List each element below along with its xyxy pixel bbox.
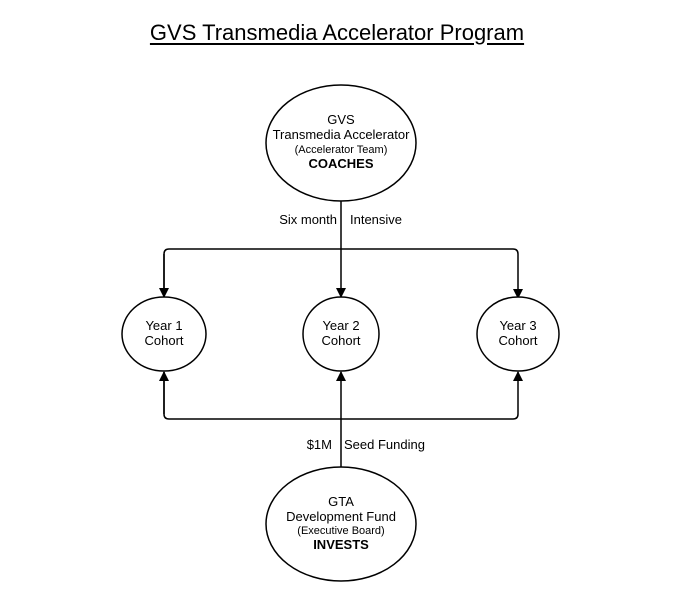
development-fund-node-line4: INVESTS [313, 537, 369, 552]
cohort-year-1-line2: Cohort [144, 333, 183, 348]
funding-connector [159, 371, 523, 467]
development-fund-node-line2: Development Fund [286, 509, 396, 524]
coaching-label-left: Six month [279, 212, 337, 227]
development-fund-node-line1: GTA [328, 494, 354, 509]
cohort-year-1-line1: Year 1 [145, 318, 182, 333]
accelerator-node-line1: GVS [327, 112, 355, 127]
accelerator-node-shape [265, 84, 417, 202]
development-fund-node-line3: (Executive Board) [297, 525, 384, 537]
cohort-year-2: Year 2 Cohort [302, 296, 380, 372]
cohort-year-3-line2: Cohort [498, 333, 537, 348]
coaching-connector [159, 201, 523, 299]
cohort-year-2-line2: Cohort [321, 333, 360, 348]
accelerator-node-line2: Transmedia Accelerator [273, 127, 410, 142]
coaching-label-right: Intensive [350, 212, 402, 227]
cohort-year-2-line1: Year 2 [322, 318, 359, 333]
cohort-year-3: Year 3 Cohort [476, 296, 560, 372]
accelerator-node: GVS Transmedia Accelerator (Accelerator … [265, 84, 417, 202]
development-fund-node-shape [265, 466, 417, 582]
cohort-year-1: Year 1 Cohort [121, 296, 207, 372]
accelerator-node-line4: COACHES [308, 156, 373, 171]
funding-label-right: Seed Funding [344, 437, 425, 452]
accelerator-node-line3: (Accelerator Team) [295, 144, 388, 156]
cohort-year-3-line1: Year 3 [499, 318, 536, 333]
diagram-title: GVS Transmedia Accelerator Program [149, 20, 525, 45]
development-fund-node: GTA Development Fund (Executive Board) I… [265, 466, 417, 582]
funding-label-left: $1M [307, 437, 332, 452]
